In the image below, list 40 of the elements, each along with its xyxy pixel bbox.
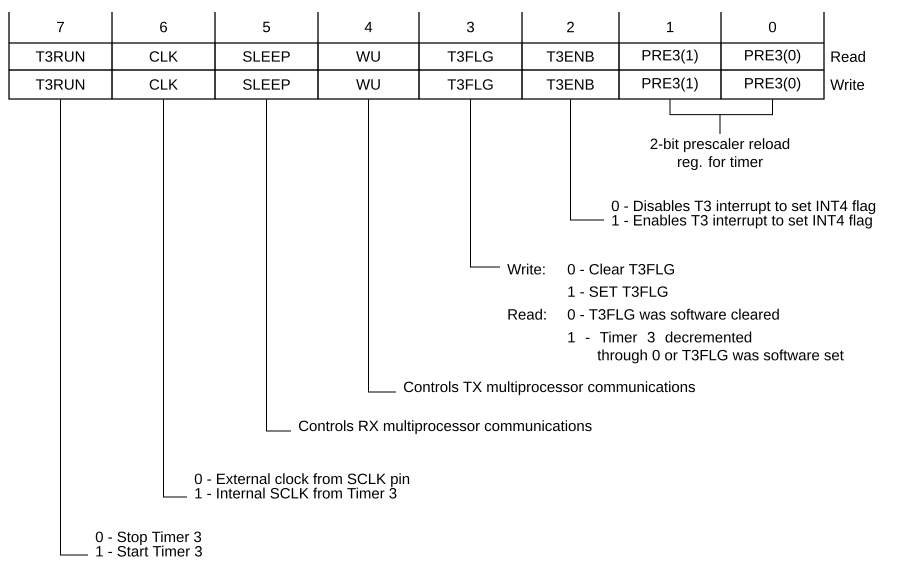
leader-line [570,99,604,220]
register-cell: T3ENB [521,69,620,100]
leader-line [163,99,188,498]
description-text: Write: 0 - Clear T3FLG 1 - SET T3FLG Read: 0 - T3FLG was software cleared 1 - Timer 3 decremented through 0 or T3FLG was software set [507,264,844,364]
bit-number: 7 [57,22,64,32]
register-cell: CLK [111,69,216,100]
description-text: 0 - Disables T3 interrupt to set INT4 flag 1 - Enables T3 interrupt to set INT4 flag [612,200,876,229]
register-cell: T3RUN [8,69,113,100]
description-text: 0 - Stop Timer 3 1 - Start Timer 3 [96,531,202,557]
register-cell: WU [317,69,420,100]
bit-number: 3 [466,22,474,32]
register-cell: T3FLG [418,69,523,100]
row-label: Write [830,79,864,90]
register-cell: PRE3(0) [720,42,825,71]
register-cell: T3ENB [521,42,620,71]
leader-line [60,99,88,556]
leader-line [266,99,292,432]
bit-number: 2 [567,22,574,32]
description-text: 2-bit prescaler reload reg. for timer [650,138,790,170]
bit-number: 5 [262,22,270,32]
register-cell: SLEEP [214,69,319,100]
description-text: Controls TX multiprocessor communications [404,381,695,396]
register-cell: T3FLG [418,42,523,71]
register-cell: CLK [111,42,216,71]
bit-number: 0 [768,22,776,32]
description-text: Controls RX multiprocessor communications [298,420,592,434]
bracket-line [720,99,773,134]
register-cell: PRE3(1) [618,69,722,100]
leader-line [470,99,500,268]
register-cell: PRE3(1) [618,42,722,71]
bit-number: 6 [160,22,167,32]
register-cell: WU [317,42,420,71]
register-cell: PRE3(0) [720,69,825,100]
description-text: 0 - External clock from SCLK pin 1 - Internal SCLK from Timer 3 [194,473,410,499]
bit-number: 4 [364,22,372,32]
row-label: Read [831,51,865,62]
leader-line [368,99,396,392]
register-cell: T3RUN [8,42,113,71]
register-cell: SLEEP [214,42,319,71]
bit-number: 1 [667,22,674,32]
